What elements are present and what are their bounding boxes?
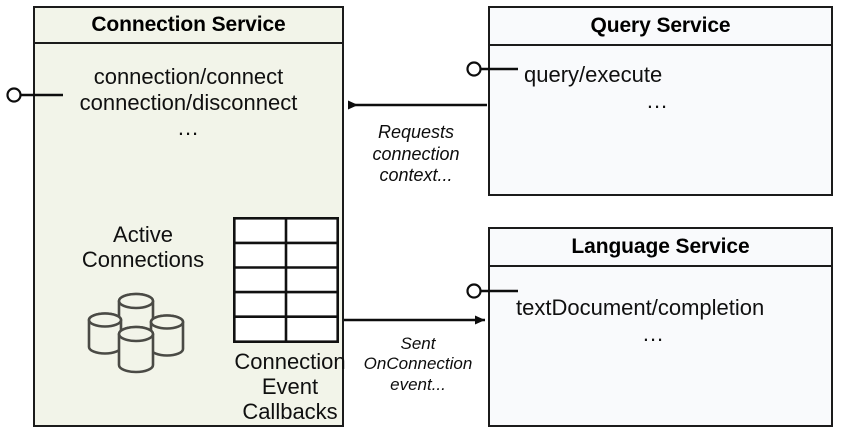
connection-service-title: Connection Service <box>35 8 342 44</box>
query-service-body: query/execute ... Cached Connection <box>490 46 831 194</box>
language-service-title: Language Service <box>490 229 831 267</box>
endpoint-connection-connect: connection/connect <box>93 64 284 89</box>
query-service-endpoint-list: query/execute ... <box>490 62 831 113</box>
connection-service-endpoint-list: connection/connect connection/disconnect… <box>35 64 342 141</box>
query-service-box[interactable]: Query Service query/execute ... Cached C… <box>488 6 833 196</box>
database-cluster-icon <box>87 292 185 374</box>
connection-service-body: connection/connect connection/disconnect… <box>35 44 346 425</box>
query-service-ellipsis: ... <box>646 87 669 113</box>
table-grid-icon <box>233 217 339 343</box>
language-service-endpoint-list: textDocument/completion ... <box>490 295 831 346</box>
endpoint-textdocument-completion: textDocument/completion <box>516 295 765 320</box>
active-connections-label: Active Connections <box>81 222 205 273</box>
language-service-ellipsis: ... <box>642 320 665 346</box>
language-service-body: textDocument/completion ... SMO Metadata… <box>490 267 831 425</box>
connection-event-callbacks-label: Connection Event Callbacks <box>234 349 346 425</box>
endpoint-connection-disconnect: connection/disconnect <box>79 89 298 115</box>
query-service-title: Query Service <box>490 8 831 46</box>
endpoint-query-execute: query/execute <box>524 62 663 87</box>
arrow-note-requests-connection-context: Requests connection context... <box>372 122 460 186</box>
connection-service-box[interactable]: Connection Service connection/connect co… <box>33 6 346 427</box>
connection-service-ellipsis: ... <box>177 115 200 141</box>
language-service-box[interactable]: Language Service textDocument/completion… <box>488 227 833 427</box>
arrow-note-sent-onconnection-event: Sent OnConnection event... <box>363 334 473 394</box>
